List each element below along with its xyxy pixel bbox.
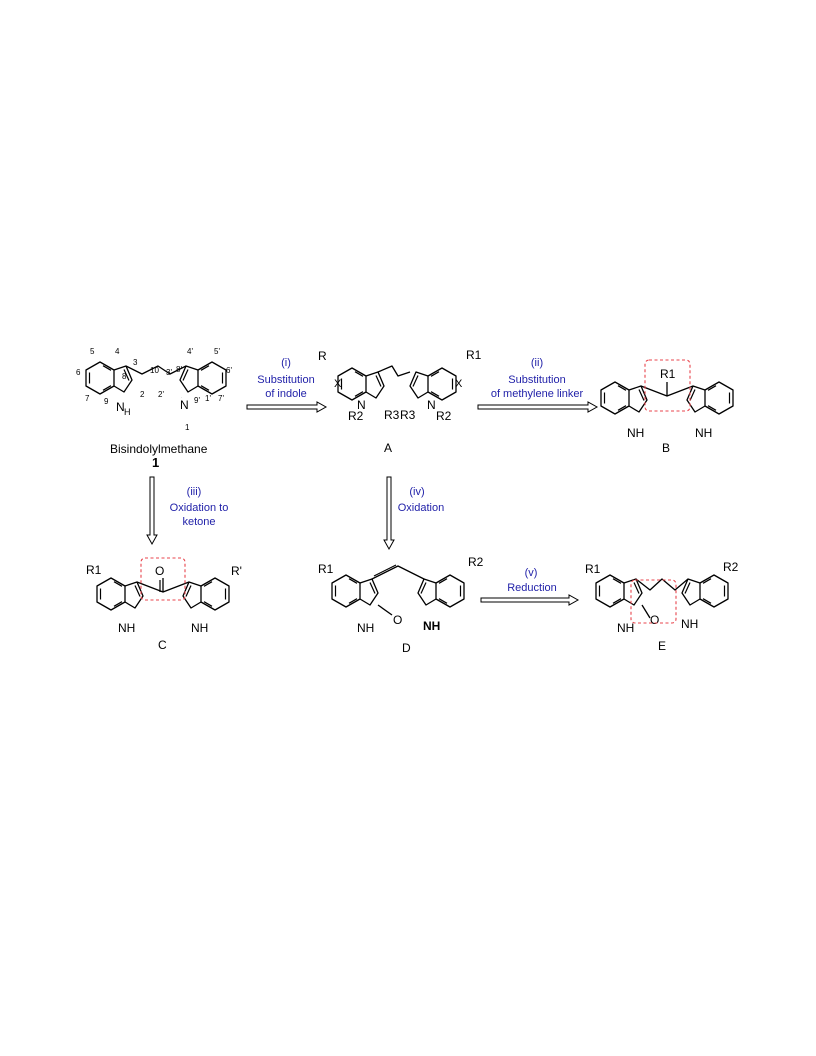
step-text-line: ketone [182, 516, 215, 528]
atom-number: 5 [90, 347, 95, 356]
compound-b-structure: R1 NH NH [600, 359, 733, 440]
hydrogen-label: H [124, 407, 131, 417]
atom-number: 9 [104, 397, 109, 406]
nitrogen-label: N [180, 398, 189, 412]
atom-number: 6 [76, 368, 81, 377]
atom-number: 2 [140, 390, 145, 399]
step-v-label: (v) Reduction [507, 567, 557, 594]
substituent-label: R2 [436, 409, 452, 423]
atom-number: 1' [205, 394, 211, 403]
compound-c-structure: R1 R' O NH NH [86, 557, 242, 635]
substituent-label: R1 [466, 348, 482, 362]
hydrogen-label: H [181, 397, 182, 399]
compound-1-name: Bisindolylmethane [110, 442, 208, 456]
compound-d-label: D [402, 641, 411, 655]
arrow-step-ii [477, 401, 599, 413]
atom-number: 3 [133, 358, 138, 367]
atom-number: 2' [158, 390, 164, 399]
substituent-label: R' [231, 564, 242, 578]
nitrogen-label: N [357, 398, 366, 412]
oxygen-label: O [650, 613, 659, 627]
step-text-line: Reduction [507, 582, 557, 594]
highlight-box-ketone [140, 557, 186, 601]
nh-label: NH [357, 621, 374, 635]
step-text-line: Substitution [257, 374, 314, 386]
oxygen-label: O [393, 613, 402, 627]
step-text-line: Substitution [508, 374, 565, 386]
compound-a-structure: R R1 R2 R3 R3 R2 X X N N [318, 348, 482, 423]
oxygen-label: O [155, 564, 164, 578]
step-numeral: (ii) [531, 357, 543, 369]
step-iv-label: (iv) Oxidation [398, 486, 444, 514]
substituent-label: R1 [660, 367, 676, 381]
nh-label: NH [681, 617, 698, 631]
step-numeral: (i) [281, 357, 291, 369]
substituent-label: R2 [348, 409, 364, 423]
nh-label: NH [423, 619, 440, 633]
atom-number: 1 [185, 423, 190, 432]
substituent-label: R2 [468, 555, 484, 569]
arrow-step-i [246, 401, 328, 413]
step-numeral: (iii) [187, 486, 202, 498]
arrow-step-iv [383, 476, 395, 551]
atom-number: 6' [226, 366, 232, 375]
substituent-label: R3 [400, 408, 416, 422]
highlight-box-linker [644, 359, 691, 412]
step-text-line: Oxidation [398, 502, 444, 514]
substituent-label: R1 [318, 562, 334, 576]
atom-number: 7' [218, 394, 224, 403]
atom-number: 8' [176, 365, 182, 374]
substituent-label: R1 [86, 563, 102, 577]
step-numeral: (v) [525, 567, 538, 579]
substituent-label: R2 [723, 560, 739, 574]
nitrogen-label: N [116, 400, 125, 414]
compound-1-structure: 4 5 6 7 8 9 3 2 10 3' 2' 4' 5' 6' 7' 8' … [76, 347, 232, 432]
step-text-line: Oxidation to [170, 502, 229, 514]
arrow-step-iii [146, 476, 158, 546]
compound-1-number: 1 [152, 455, 159, 470]
nh-label: NH [617, 621, 634, 635]
step-i-label: (i) Substitution of indole [257, 357, 314, 400]
substituent-label: X [455, 378, 463, 390]
substituent-label: R [318, 349, 327, 363]
atom-number: 10 [150, 366, 159, 375]
substituent-label: R1 [585, 562, 601, 576]
compound-c-label: C [158, 638, 167, 652]
highlight-box-lactam [630, 579, 677, 624]
compound-e-structure: R1 R2 O NH NH [585, 560, 739, 635]
step-text-line: of methylene linker [491, 388, 584, 400]
arrow-step-v [480, 594, 580, 606]
step-numeral: (iv) [409, 486, 424, 498]
atom-number: 3' [166, 368, 172, 377]
atom-number: 7 [85, 394, 90, 403]
nh-label: NH [627, 426, 644, 440]
atom-number: 9' [194, 396, 200, 405]
step-text-line: of indole [265, 388, 307, 400]
substituent-label: R3 [384, 408, 400, 422]
nh-label: NH [695, 426, 712, 440]
substituent-label: X [334, 378, 342, 390]
step-ii-label: (ii) Substitution of methylene linker [491, 357, 584, 400]
nitrogen-label: N [427, 398, 436, 412]
atom-number: 4 [115, 347, 120, 356]
compound-d-structure: R1 R2 O NH NH [318, 555, 484, 635]
step-iii-label: (iii) Oxidation to ketone [170, 486, 229, 528]
atom-number: 5' [214, 347, 220, 356]
nh-label: NH [191, 621, 208, 635]
nh-label: NH [118, 621, 135, 635]
compound-b-label: B [662, 441, 670, 455]
compound-a-label: A [384, 441, 392, 455]
atom-number: 4' [187, 347, 193, 356]
compound-e-label: E [658, 639, 666, 653]
atom-number: 8 [122, 372, 127, 381]
